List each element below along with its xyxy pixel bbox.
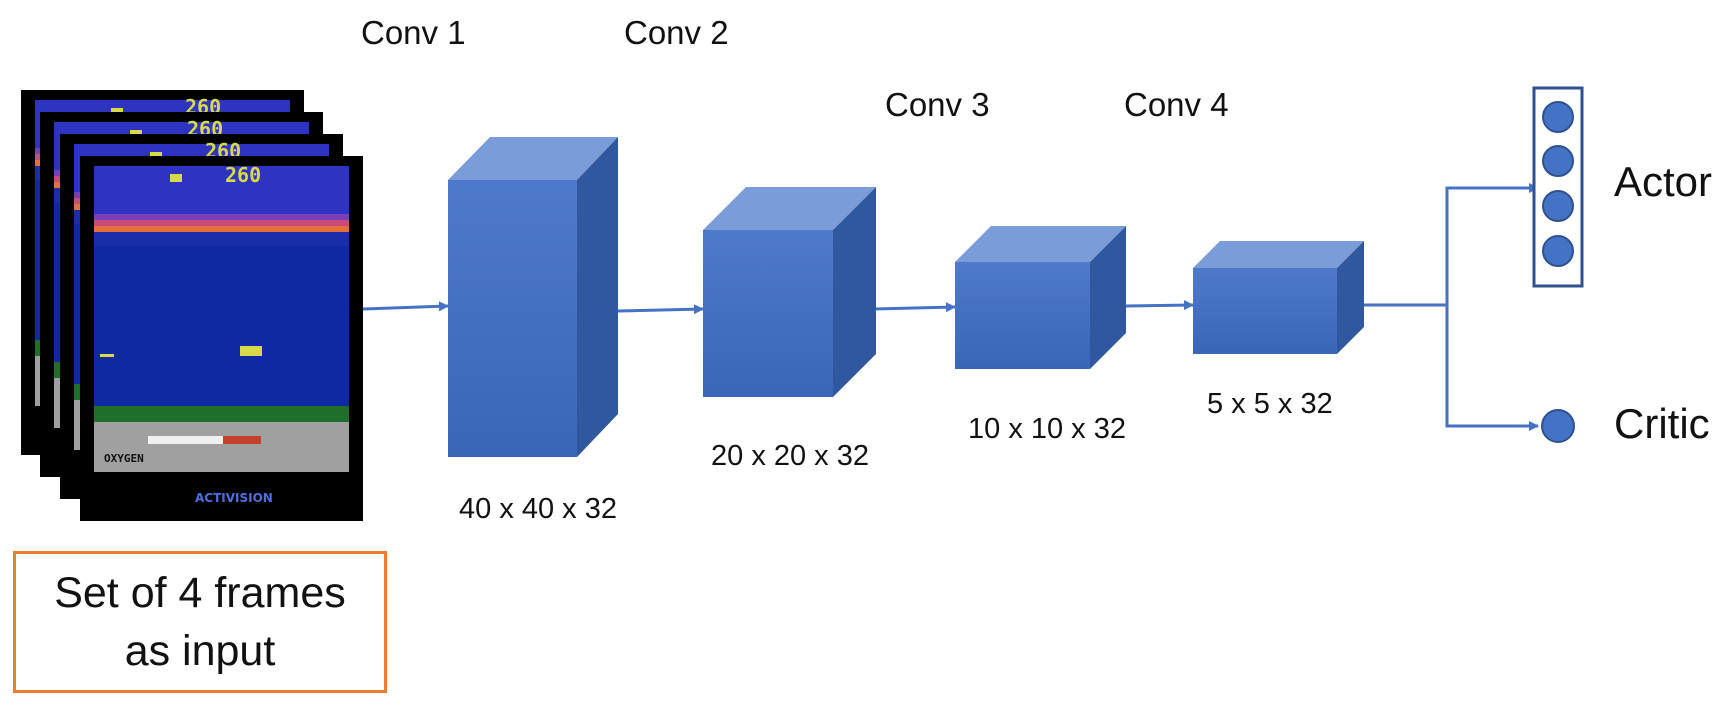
conv3-label: Conv 3 <box>885 86 990 123</box>
conv4-dims: 5 x 5 x 32 <box>1207 388 1333 420</box>
connector-arrows <box>362 183 1539 431</box>
input-frames-stack: 260 260 260 260 OXYGEN ACTIVISION <box>21 90 363 521</box>
input-frame-1: 260 OXYGEN ACTIVISION <box>80 156 363 521</box>
critic-label: Critic <box>1614 400 1710 447</box>
conv2-block <box>703 187 876 397</box>
arrow-input-conv1 <box>362 301 449 312</box>
arrow-conv3-conv4 <box>1124 300 1194 311</box>
input-caption-line2: as input <box>124 627 276 675</box>
conv2-label: Conv 2 <box>624 14 729 51</box>
conv1-dims: 40 x 40 x 32 <box>459 493 617 525</box>
actor-node <box>1542 145 1574 177</box>
conv1-block <box>448 137 618 457</box>
activision-logo: ACTIVISION <box>195 491 273 505</box>
input-caption-box: Set of 4 frames as input <box>13 551 387 693</box>
actor-node <box>1542 235 1574 267</box>
conv4-block <box>1193 241 1364 354</box>
arrow-conv1-conv2 <box>617 304 704 315</box>
actor-label: Actor <box>1614 158 1713 205</box>
conv3-block <box>955 226 1126 369</box>
branch-line <box>1363 183 1539 307</box>
arrow-conv2-conv3 <box>872 302 956 313</box>
actor-node <box>1542 101 1574 133</box>
actor-output-vector <box>1532 86 1584 288</box>
actor-node <box>1542 190 1574 222</box>
conv1-label: Conv 1 <box>361 14 466 51</box>
oxygen-label: OXYGEN <box>104 452 144 465</box>
critic-node <box>1541 409 1575 443</box>
branch-line-critic <box>1445 305 1539 431</box>
conv2-dims: 20 x 20 x 32 <box>711 440 869 472</box>
frame-score: 260 <box>225 163 261 187</box>
conv3-dims: 10 x 10 x 32 <box>968 413 1126 445</box>
conv4-label: Conv 4 <box>1124 86 1229 123</box>
input-caption-line1: Set of 4 frames <box>54 569 346 617</box>
